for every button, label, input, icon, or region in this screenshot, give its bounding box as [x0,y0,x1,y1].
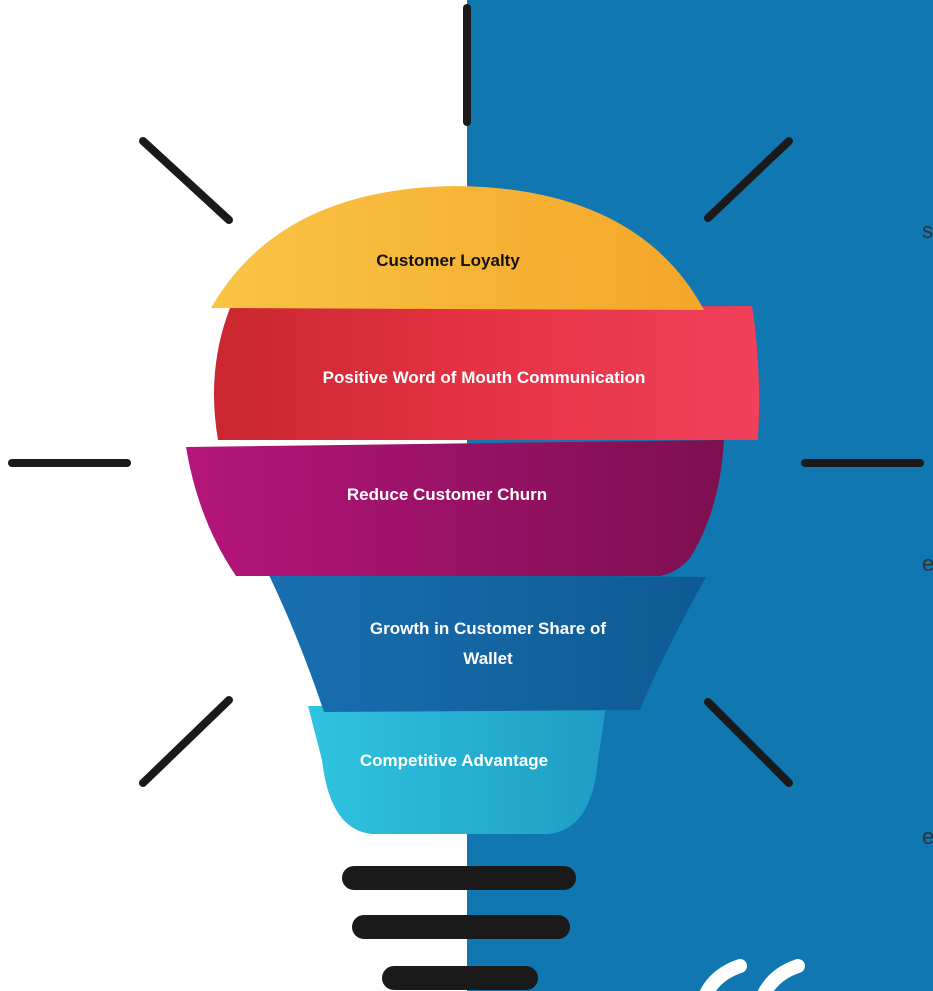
label-competitive-advantage: Competitive Advantage [360,751,548,770]
layer-share-of-wallet [268,573,706,712]
label-share-of-wallet-line2: Wallet [463,649,513,668]
stray-text: e [922,551,933,576]
label-reduce-churn: Reduce Customer Churn [347,485,547,504]
ray-bottom-right [704,698,793,787]
layer-customer-loyalty [211,186,704,310]
stray-text: e [922,824,933,849]
label-share-of-wallet-line1: Growth in Customer Share of [370,619,606,638]
ray-bottom-left [139,696,233,787]
base-bar-3 [382,966,538,990]
quote-icon [699,959,805,991]
ray-top-left [139,137,233,224]
base-bar-2 [352,915,570,939]
layer-reduce-churn [186,440,724,576]
layer-competitive-advantage [308,706,606,834]
label-positive-word-of-mouth: Positive Word of Mouth Communication [323,368,646,387]
label-customer-loyalty: Customer Loyalty [376,251,520,270]
ray-top-right [704,137,793,222]
base-bar-1 [342,866,576,890]
bulb-base [342,866,576,990]
layer-positive-word-of-mouth [214,306,760,440]
stray-text: s [922,218,933,243]
light-rays [8,4,924,787]
